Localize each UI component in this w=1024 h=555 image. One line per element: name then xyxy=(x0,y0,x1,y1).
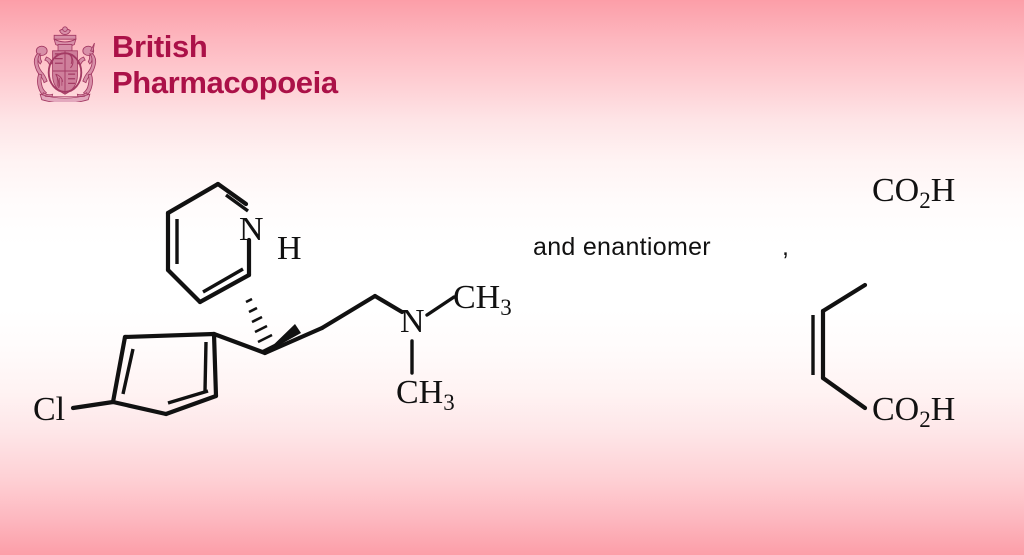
enantiomer-comma: , xyxy=(782,233,789,261)
british-pharmacopoeia-logo: British Pharmacopoeia xyxy=(26,26,338,102)
methyl-bottom-label: CH3 xyxy=(396,374,455,415)
brand-line-pharmacopoeia: Pharmacopoeia xyxy=(112,64,338,100)
pyridine-nitrogen-label: N xyxy=(239,211,264,248)
royal-coat-of-arms-icon xyxy=(33,26,97,102)
wedge-bond-to-hydrogen xyxy=(265,324,301,353)
stereo-hydrogen-label: H xyxy=(277,230,302,267)
chemical-structure-diagram: N H xyxy=(0,120,1024,460)
amine-nitrogen-label: N xyxy=(400,303,425,340)
methyl-top-label: CH3 xyxy=(453,279,512,320)
chlorophenyl-ring xyxy=(70,331,268,417)
brand-wordmark: British Pharmacopoeia xyxy=(112,31,338,98)
brand-line-british: British xyxy=(112,28,208,64)
chlorine-label: Cl xyxy=(33,391,65,428)
enantiomer-note: and enantiomer xyxy=(533,233,711,261)
pyridine-ring xyxy=(165,181,252,305)
propylamine-chain xyxy=(262,293,405,356)
n-methyl-bonds xyxy=(410,295,456,375)
maleic-acid-counterion xyxy=(811,282,868,411)
carboxyl-top-label: CO2H xyxy=(872,172,955,213)
hashed-stereo-bond xyxy=(245,297,278,354)
carboxyl-bottom-label: CO2H xyxy=(872,391,955,432)
